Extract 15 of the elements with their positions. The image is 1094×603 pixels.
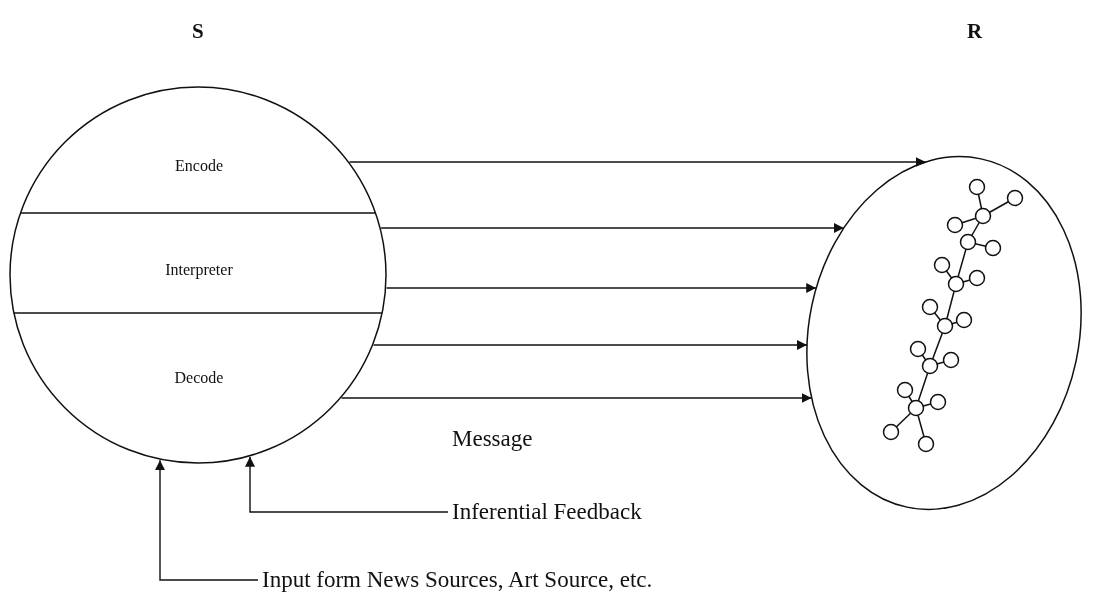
arrow: [155, 459, 259, 581]
node-label: Input form News Sources, Art Source, etc.: [262, 565, 653, 594]
arrow: [348, 157, 927, 167]
arrow: [385, 283, 817, 293]
band-label: Decode: [174, 368, 224, 388]
node-label: Inferential Feedback: [452, 497, 642, 526]
text-label: Message: [452, 425, 533, 453]
arrow: [245, 456, 449, 513]
arrow: [372, 340, 808, 350]
band-label: Encode: [175, 156, 223, 176]
heading-label: R: [967, 18, 983, 45]
heading-label: S: [192, 18, 204, 45]
band-label: Interpreter: [165, 260, 233, 281]
arrow: [340, 393, 813, 403]
arrow: [380, 223, 845, 233]
